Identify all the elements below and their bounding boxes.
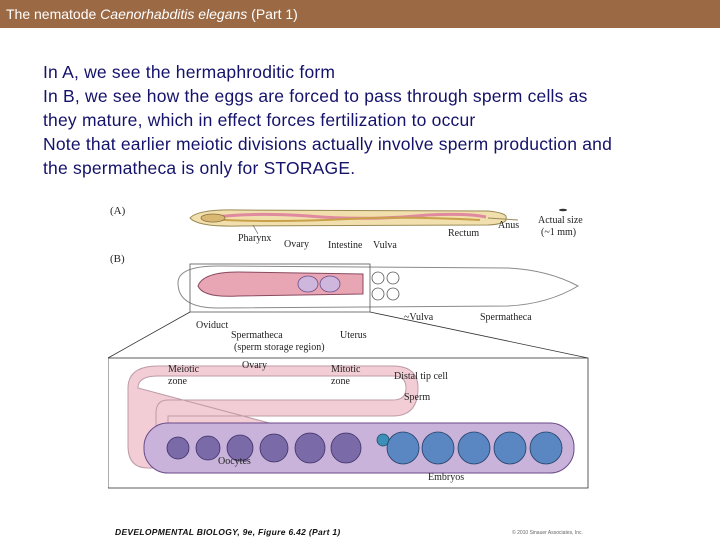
body-line: In B, we see how the eggs are forced to … [43, 86, 588, 106]
worm-anatomy-figure: (A) Pharynx Ovary Intestine Vulva Rectum… [107, 198, 608, 540]
label-actual-size: Actual size [538, 215, 583, 226]
title-suffix: (Part 1) [247, 6, 298, 22]
label-spermatheca: Spermatheca [231, 330, 283, 341]
title-species: Caenorhabditis elegans [100, 6, 248, 22]
label-storage-region: (sperm storage region) [234, 342, 325, 353]
label-meiotic: Meiotic [168, 364, 200, 375]
label-vulva: Vulva [373, 240, 397, 251]
label-uterus: Uterus [340, 330, 367, 341]
label-ovary-zoom: Ovary [242, 360, 267, 371]
label-actual-size-value: (~1 mm) [541, 227, 576, 238]
label-vulva-b: ~Vulva [404, 312, 434, 323]
label-mitotic-zone: zone [331, 376, 350, 387]
label-anus: Anus [498, 220, 519, 231]
label-oviduct: Oviduct [196, 320, 228, 331]
label-rectum: Rectum [448, 228, 479, 239]
worm-a [189, 208, 567, 227]
panel-b-label: (B) [110, 253, 125, 265]
gonad-zoom [107, 357, 589, 489]
title-prefix: The nematode [6, 6, 101, 22]
worm-b [177, 263, 580, 313]
slide-body-text: In A, we see the hermaphroditic form In … [43, 60, 703, 180]
label-mitotic: Mitotic [331, 364, 361, 375]
label-embryos: Embryos [428, 472, 464, 483]
body-line: they mature, which in effect forces fert… [43, 110, 476, 130]
figure-copyright: © 2010 Sinauer Associates, Inc. [512, 530, 583, 536]
label-intestine: Intestine [328, 240, 363, 251]
label-pharynx: Pharynx [238, 233, 271, 244]
body-line: In A, we see the hermaphroditic form [43, 62, 336, 82]
label-spermatheca-b: Spermatheca [480, 312, 532, 323]
figure-caption: DEVELOPMENTAL BIOLOGY, 9e, Figure 6.42 (… [115, 527, 341, 537]
panel-a-label: (A) [110, 205, 126, 217]
figure-svg: (A) Pharynx Ovary Intestine Vulva Rectum… [107, 205, 589, 489]
label-oocytes: Oocytes [218, 456, 251, 467]
body-line: Note that earlier meiotic divisions actu… [43, 134, 613, 154]
body-line: the spermatheca is only for STORAGE. [43, 158, 356, 178]
label-meiotic-zone: zone [168, 376, 187, 387]
label-sperm: Sperm [404, 392, 430, 403]
label-ovary: Ovary [284, 239, 309, 250]
slide-title-bar: The nematode Caenorhabditis elegans (Par… [0, 0, 720, 28]
label-distal-tip: Distal tip cell [394, 371, 448, 382]
